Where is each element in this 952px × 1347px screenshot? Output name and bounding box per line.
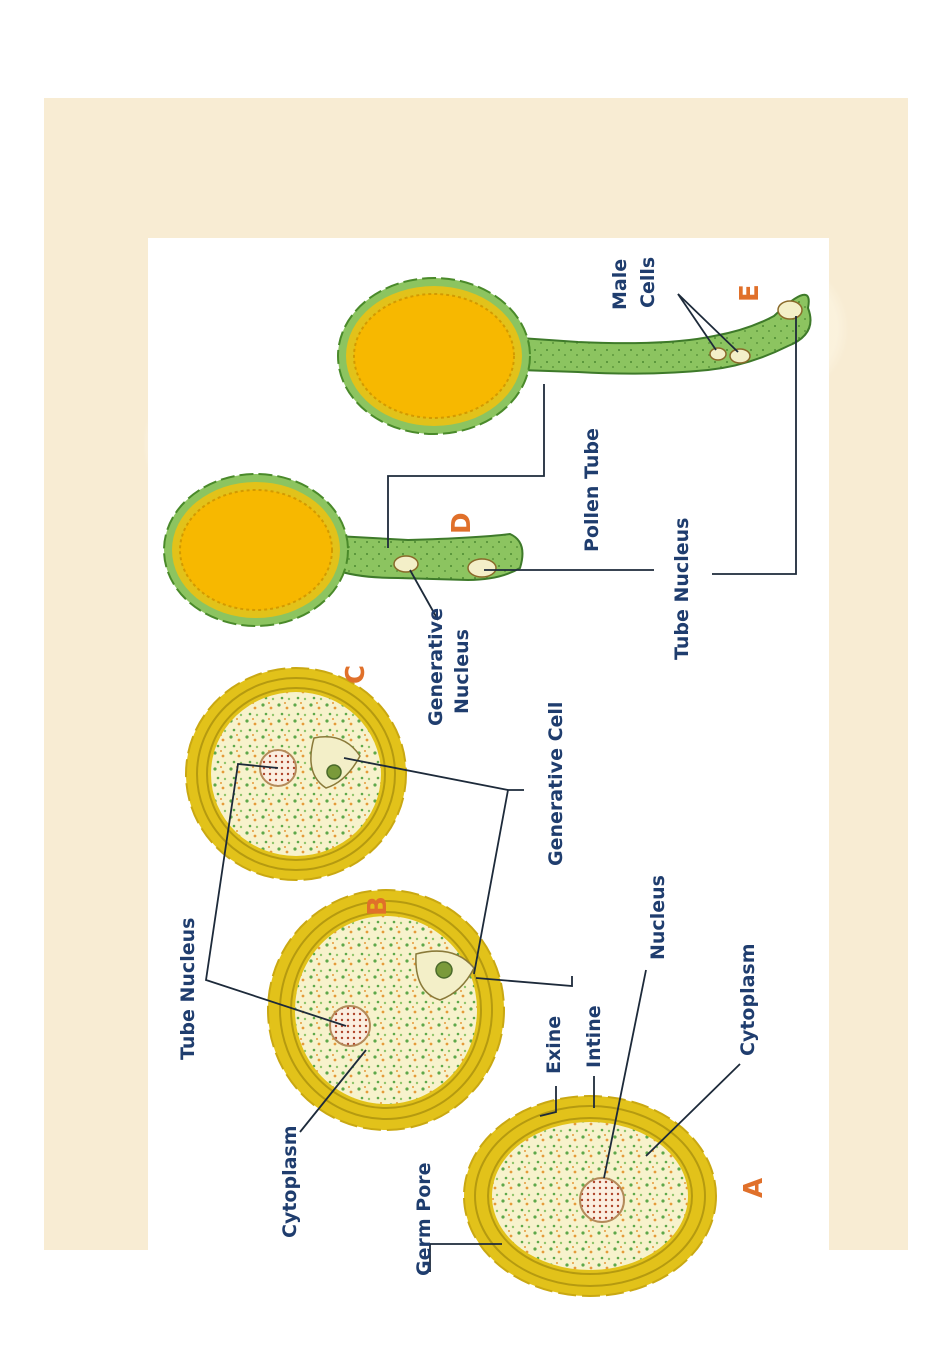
grain-b (267, 889, 505, 1131)
stage-letter-b: B (363, 896, 393, 916)
grain-d-generative-nucleus-2 (467, 558, 497, 578)
label-cytoplasm-a: Cytoplasm (737, 943, 759, 1056)
grain-c-generative-cell (310, 736, 361, 789)
leader-lines (204, 293, 797, 1272)
grain-e-content (353, 293, 515, 419)
grain-a-intine (487, 1117, 693, 1275)
diagram-panel: Tube Nucleus Cytoplasm Germ Pore Exine I… (148, 238, 829, 1298)
pollen-germination-diagram: Tube Nucleus Cytoplasm Germ Pore Exine I… (163, 257, 812, 1297)
leader-male-cells-2 (677, 293, 739, 353)
stage-letter-a: A (739, 1178, 769, 1198)
leader-intine-b (475, 976, 573, 987)
grain-a (463, 1095, 717, 1297)
label-intine: Intine (583, 1005, 605, 1068)
leader-tube-nucleus-bottom-right (712, 316, 797, 575)
grain-d-content (179, 489, 333, 611)
label-generative-nucleus-line2: Nucleus (451, 629, 473, 714)
parchment-frame: Tube Nucleus Cytoplasm Germ Pore Exine I… (44, 98, 908, 1298)
leader-germ-pore (429, 1243, 502, 1272)
label-tube-nucleus-top: Tube Nucleus (177, 918, 199, 1060)
grain-e-male-cell-2 (729, 348, 751, 364)
grain-a-nucleus (579, 1177, 625, 1223)
leader-generative-nucleus (409, 569, 439, 621)
label-male-cells-line2: Cells (637, 257, 659, 308)
grain-e-male-cell-1 (709, 347, 727, 361)
label-generative-cell: Generative Cell (545, 702, 567, 866)
label-tube-nucleus-bottom: Tube Nucleus (671, 518, 693, 660)
label-cytoplasm-b: Cytoplasm (279, 1125, 301, 1238)
leader-tube-nucleus-top (204, 763, 347, 1027)
leader-male-cells-1 (677, 293, 717, 351)
grain-e-pollen-tube (519, 293, 812, 375)
leader-cytoplasm-a (645, 1063, 741, 1157)
grain-c-generative-nucleus (326, 764, 342, 780)
grain-b-generative-nucleus (435, 961, 453, 979)
grain-b-cytoplasm (295, 916, 477, 1104)
label-male-cells-line1: Male (609, 259, 631, 310)
grain-e-tube-nucleus (777, 300, 803, 320)
grain-b-tube-nucleus (329, 1005, 371, 1047)
stage-letters: A B C D E (341, 284, 769, 1198)
leader-cytoplasm-b (299, 1049, 367, 1133)
grain-b-intine (290, 911, 482, 1109)
label-exine: Exine (543, 1016, 565, 1074)
stage-letter-c: C (341, 665, 371, 684)
label-generative-nucleus-line1: Generative (425, 608, 447, 726)
stage-letter-d: D (447, 512, 477, 534)
leader-nucleus (603, 969, 647, 1179)
leader-pollen-tube (387, 384, 545, 548)
grain-c-intine (206, 687, 386, 861)
leader-exine (539, 1086, 557, 1117)
label-nucleus: Nucleus (647, 875, 669, 960)
leader-generative-cell-c (343, 757, 509, 791)
grain-e (337, 277, 812, 435)
label-pollen-tube: Pollen Tube (581, 428, 603, 552)
stage-letter-e: E (735, 284, 765, 302)
grain-c (185, 667, 407, 881)
grain-d (163, 473, 524, 627)
grain-d-generative-nucleus-1 (393, 555, 419, 573)
label-germ-pore: Germ Pore (413, 1163, 435, 1277)
labels: Tube Nucleus Cytoplasm Germ Pore Exine I… (177, 257, 759, 1276)
